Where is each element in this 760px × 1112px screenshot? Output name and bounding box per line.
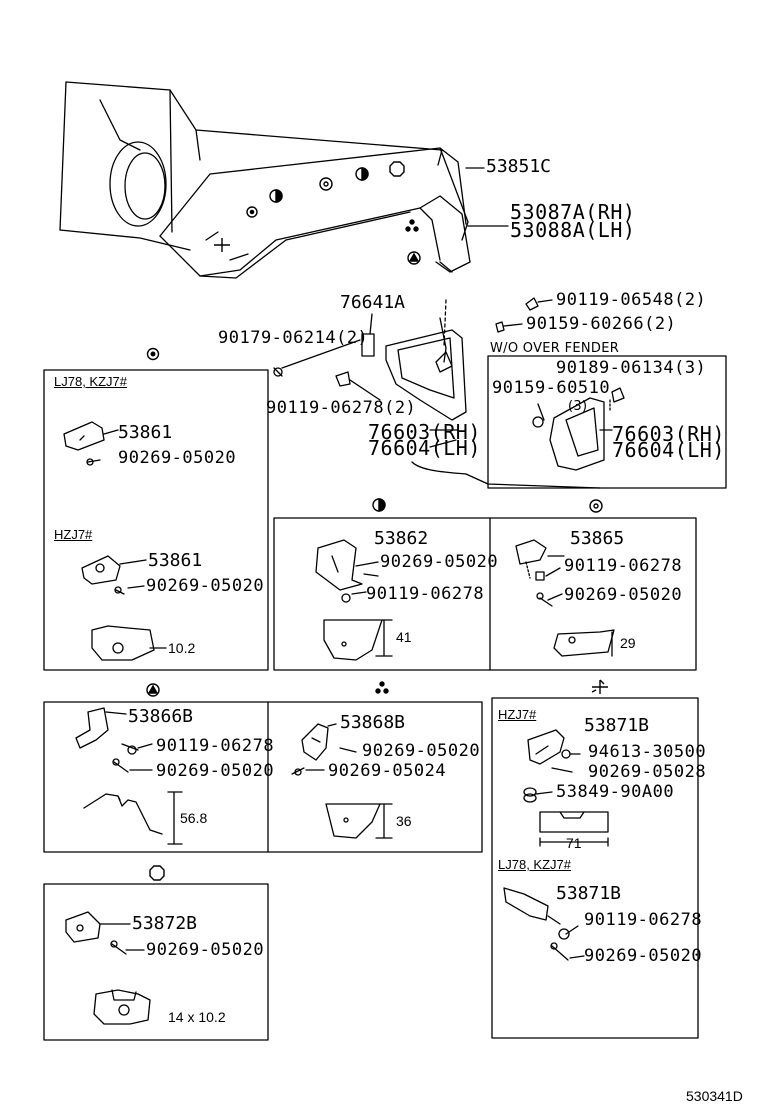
box-53872-frame (43, 883, 269, 1041)
legend-symbols (146, 161, 608, 881)
wo-mud-guard-drawing (532, 387, 625, 471)
dim-10-2: 10.2 (168, 640, 196, 656)
mud-guard-drawing (361, 317, 601, 489)
label-flare-lh: 53088A(LH) (510, 218, 636, 242)
dim-71: 71 (566, 835, 582, 851)
box-53862-53865-frame (273, 517, 697, 671)
bracket-53866-drawing (75, 707, 183, 845)
label-94613-30500: 94613-30500 (588, 742, 707, 762)
half-circle-symbol-icon (269, 167, 386, 512)
label-90119-06278-c: 90119-06278 (366, 584, 485, 604)
bracket-53868-drawing (291, 723, 393, 839)
label-53872b: 53872B (132, 913, 198, 934)
label-fender-53851c: 53851C (486, 156, 552, 177)
label-53871b-a: 53871B (584, 715, 650, 736)
label-53861-b: 53861 (148, 550, 203, 571)
label-90269-05024: 90269-05024 (328, 761, 447, 781)
caption-hzj7: HZJ7# (54, 527, 93, 542)
label-wo-mud-lh: 76604(LH) (612, 438, 725, 462)
box-53861-frame (43, 369, 269, 671)
bracket-53861-drawing (63, 421, 167, 661)
bracket-53862-drawing (315, 539, 393, 661)
label-90119-06278-e: 90119-06278 (156, 736, 275, 756)
bracket-53871-hzj7-drawing (503, 729, 609, 961)
label-90119-06278-g: 90119-06278 (584, 910, 703, 930)
vehicle-body-drawing (59, 81, 443, 251)
leader-lines (281, 167, 553, 448)
label-90179-06214: 90179-06214(2) (218, 328, 369, 348)
label-90269-05020-e: 90269-05020 (156, 761, 275, 781)
label-53861-a: 53861 (118, 422, 173, 443)
label-53871b-b: 53871B (556, 883, 622, 904)
label-90269-05020-b: 90269-05020 (146, 576, 265, 596)
three-dot-symbol-icon (375, 219, 419, 694)
figure-id: 530341D (686, 1088, 743, 1104)
caption-hzj7-b: HZJ7# (498, 707, 537, 722)
label-53865: 53865 (570, 528, 625, 549)
cross-symbol-icon (214, 238, 608, 694)
label-90269-05028: 90269-05028 (588, 762, 707, 782)
label-90159-60510: 90159-60510 (492, 378, 611, 398)
fastener-drawings (273, 297, 539, 387)
label-90269-05020-a: 90269-05020 (118, 448, 237, 468)
box-53871-frame (491, 697, 699, 1039)
label-90269-05020-h: 90269-05020 (146, 940, 265, 960)
ring-dot-symbol-icon (319, 177, 603, 513)
triangle-symbol-icon (146, 251, 421, 697)
label-53866b: 53866B (128, 706, 194, 727)
label-90119-06278-2: 90119-06278(2) (266, 398, 417, 418)
label-wo-mud-rh: 76603(RH) (612, 422, 725, 446)
label-76641a: 76641A (340, 292, 406, 313)
label-90119-06278-d: 90119-06278 (564, 556, 683, 576)
fender-flare-drawing (159, 147, 471, 279)
label-90189-06134: 90189-06134(3) (556, 358, 707, 378)
label-90269-05020-d: 90269-05020 (564, 585, 683, 605)
dim-36: 36 (396, 813, 412, 829)
dim-56-8: 56.8 (180, 810, 208, 826)
label-53868b: 53868B (340, 712, 406, 733)
bracket-53865-drawing (515, 539, 615, 657)
label-90269-05020-g: 90269-05020 (584, 946, 703, 966)
octagon-symbol-icon (149, 161, 405, 881)
dim-29: 29 (620, 635, 636, 651)
label-flare-rh: 53087A(RH) (510, 200, 636, 224)
wo-over-fender-box (487, 355, 727, 489)
box-53866-53868-frame (43, 701, 483, 853)
label-90119-06548: 90119-06548(2) (556, 290, 707, 310)
bracket-53872-drawing (65, 911, 151, 1025)
dim-41: 41 (396, 629, 412, 645)
wo-over-fender-title: W/O OVER FENDER (490, 341, 620, 356)
caption-lj78-kzj7-b: LJ78, KZJ7# (498, 857, 571, 872)
label-mud-rh: 76603(RH) (368, 420, 481, 444)
label-mud-lh: 76604(LH) (368, 436, 481, 460)
label-90269-05020-c: 90269-05020 (380, 552, 499, 572)
label-53862: 53862 (374, 528, 429, 549)
label-90269-05020-f: 90269-05020 (362, 741, 481, 761)
label-qty-3: (3) (568, 399, 588, 414)
label-90159-60266: 90159-60266(2) (526, 314, 677, 334)
label-53849-90a00: 53849-90A00 (556, 782, 675, 802)
target-symbol-icon (146, 206, 258, 361)
caption-lj78-kzj7: LJ78, KZJ7# (54, 374, 127, 389)
dim-14x10-2: 14 x 10.2 (168, 1009, 226, 1025)
